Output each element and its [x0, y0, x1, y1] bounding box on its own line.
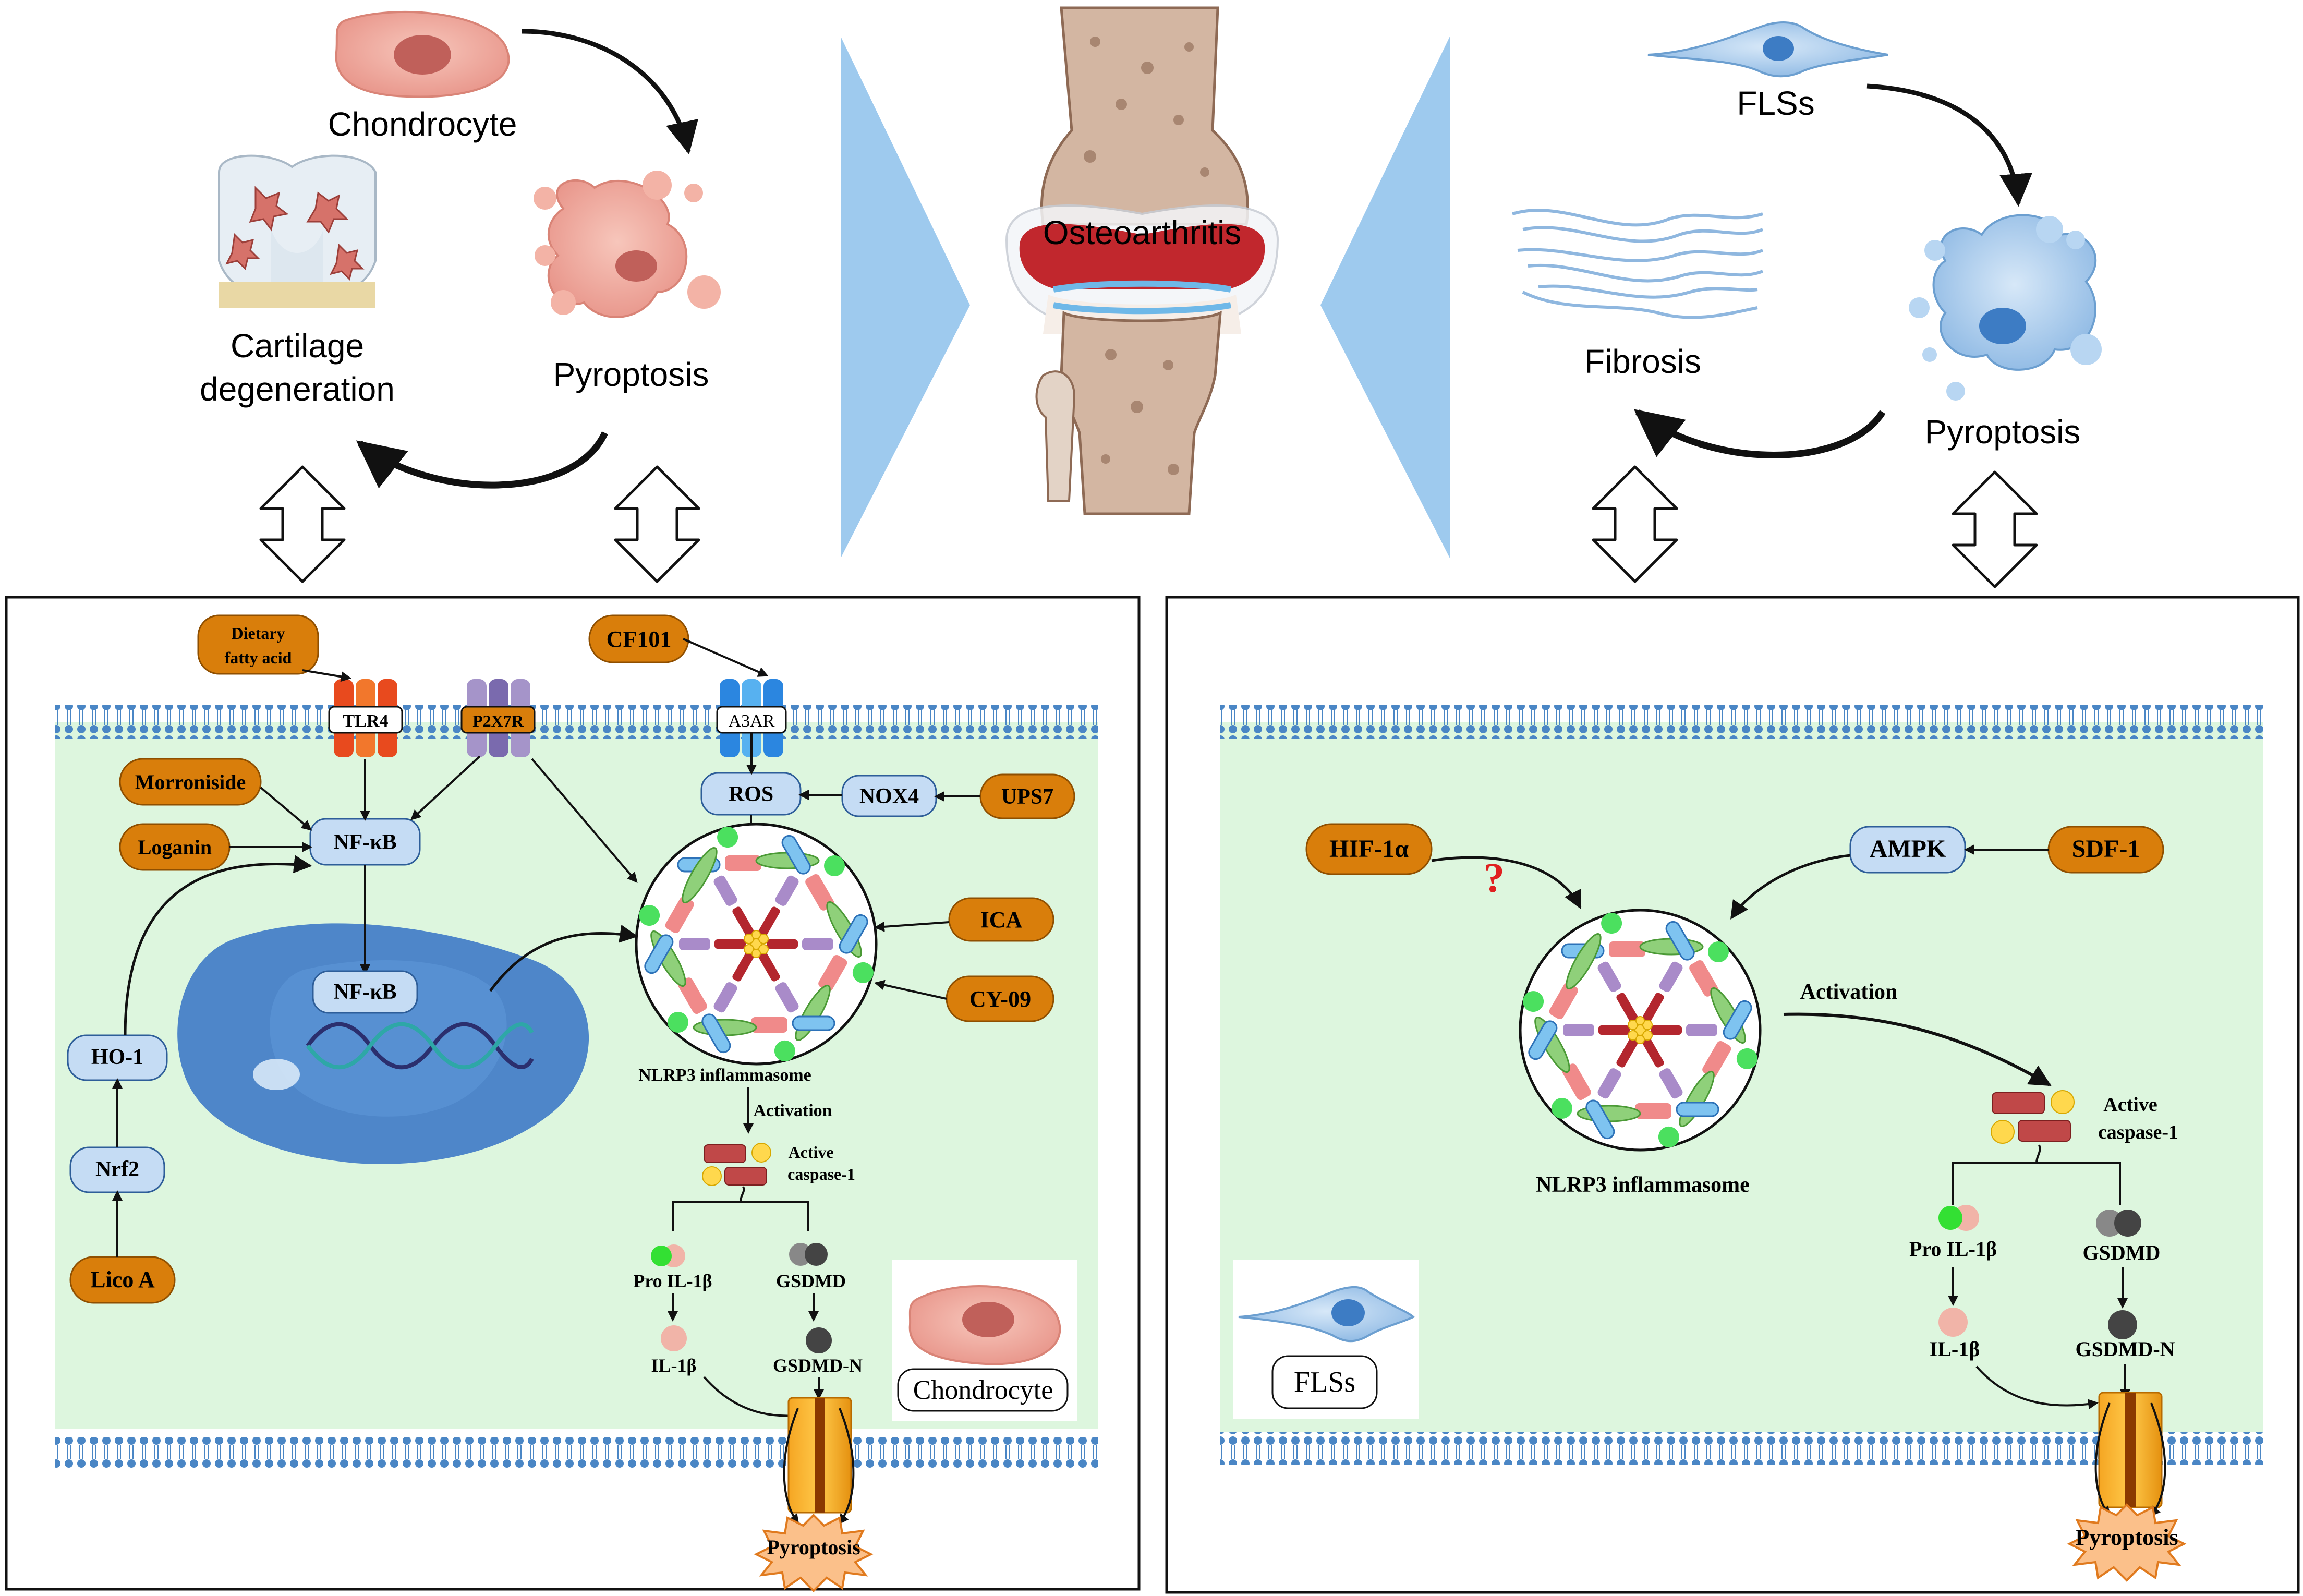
- right-triangle-pointer: [1320, 37, 1450, 558]
- right-pyroptosis-label: Pyroptosis: [2075, 1525, 2178, 1550]
- left-activation-label: Activation: [753, 1101, 832, 1120]
- chondrocyte-cell-icon: [335, 10, 510, 98]
- ros-label: ROS: [729, 782, 773, 806]
- fibrosis-fibers-icon: [1512, 209, 1764, 319]
- pyroptotic-fls-icon: [1909, 214, 2102, 401]
- cartilage-label-line2: degeneration: [200, 370, 395, 408]
- right-gsdmd-n-label: GSDMD-N: [2075, 1337, 2175, 1361]
- right-pyroptosis-label: Pyroptosis: [1925, 413, 2081, 451]
- cartilage-label-line1: Cartilage: [231, 327, 364, 365]
- arrow-pyro-to-cartilage: [356, 431, 608, 489]
- fls-cell-icon: [1647, 21, 1888, 78]
- question-mark: ?: [1484, 855, 1505, 901]
- left-gsdmd-n-label: GSDMD-N: [773, 1355, 863, 1376]
- ho1-label: HO-1: [91, 1045, 143, 1069]
- lico-a-label: Lico A: [90, 1267, 155, 1292]
- nfkb-cytoplasm-label: NF-κB: [333, 830, 396, 854]
- cartilage-knee-icon: [218, 154, 377, 308]
- ups7-label: UPS7: [1001, 785, 1053, 809]
- hif1a-label: HIF-1α: [1329, 835, 1409, 863]
- p2x7r-label: P2X7R: [472, 711, 524, 730]
- legend-fls-icon: [1238, 1286, 1415, 1343]
- p2x7r-receptor-icon: [467, 679, 530, 757]
- right-caspase-label-2: caspase-1: [2098, 1121, 2178, 1143]
- right-activation-label: Activation: [1800, 980, 1898, 1004]
- left-triangle-pointer: [841, 37, 970, 558]
- left-pro-il1b-label: Pro IL-1β: [633, 1271, 712, 1291]
- double-arrow-left-2-icon: [615, 467, 699, 582]
- left-pyroptosis-label: Pyroptosis: [767, 1535, 860, 1559]
- ampk-label: AMPK: [1870, 835, 1946, 863]
- fls-top-label: FLSs: [1737, 84, 1814, 122]
- left-il1b-label: IL-1β: [651, 1355, 697, 1376]
- legend-fls-label: FLSs: [1294, 1366, 1355, 1398]
- arrow-fls-to-pyro: [1866, 83, 2033, 207]
- dna-icon: [306, 1022, 534, 1070]
- right-caspase-label-1: Active: [2103, 1094, 2157, 1116]
- left-top-membrane: [55, 705, 1098, 739]
- arrow-pyro-to-fibrosis: [1633, 409, 1886, 458]
- left-nlrp3-label: NLRP3 inflammasome: [638, 1066, 811, 1085]
- right-caspase-icon: [1991, 1090, 2075, 1144]
- dietary-fatty-acid-label-2: fatty acid: [225, 648, 292, 667]
- right-il1b-label: IL-1β: [1930, 1337, 1980, 1361]
- right-gsdmd-pore-icon: [2098, 1392, 2163, 1508]
- left-bottom-membrane: [55, 1437, 1098, 1470]
- right-top-membrane: [1220, 705, 2263, 739]
- osteoarthritis-label: Osteoarthritis: [1043, 214, 1242, 251]
- top-section: Chondrocyte Pyroptosis Cartilage degener: [200, 6, 2102, 587]
- left-panel: TLR4 P2X7R A3AR Dietary fatty acid CF101…: [5, 596, 1141, 1592]
- left-caspase-label-1: Active: [788, 1143, 833, 1162]
- right-panel: HIF-1α ? AMPK SDF-1 NLRP3 inflammasome A…: [1165, 596, 2300, 1594]
- sdf1-label: SDF-1: [2072, 835, 2140, 863]
- left-pyroptosis-label: Pyroptosis: [553, 356, 709, 393]
- nox4-label: NOX4: [859, 784, 919, 808]
- loganin-label: Loganin: [138, 836, 212, 859]
- nfkb-nucleus-label: NF-κB: [333, 980, 396, 1004]
- nrf2-label: Nrf2: [95, 1157, 139, 1181]
- right-nlrp3-label: NLRP3 inflammasome: [1536, 1173, 1749, 1197]
- tlr4-label: TLR4: [343, 711, 389, 731]
- double-arrow-right-2-icon: [1953, 472, 2037, 587]
- morroniside-label: Morroniside: [135, 770, 246, 794]
- fibrosis-label: Fibrosis: [1584, 343, 1701, 380]
- a3ar-label: A3AR: [729, 711, 775, 731]
- double-arrow-right-1-icon: [1593, 467, 1677, 582]
- left-caspase-icon: [702, 1143, 771, 1186]
- arrow-chondro-to-pyro: [521, 29, 698, 155]
- legend-chondrocyte-icon: [908, 1285, 1061, 1365]
- double-arrow-left-1-icon: [261, 467, 344, 582]
- dietary-fatty-acid-label-1: Dietary: [231, 624, 285, 643]
- left-gsdmd-label: GSDMD: [776, 1271, 846, 1291]
- right-bottom-membrane: [1220, 1432, 2263, 1465]
- right-gsdmd-label: GSDMD: [2083, 1241, 2161, 1264]
- pyroptotic-chondrocyte-icon: [534, 171, 721, 318]
- knee-joint-icon: [1005, 6, 1279, 515]
- ica-label: ICA: [980, 907, 1023, 933]
- chondrocyte-label: Chondrocyte: [328, 105, 517, 143]
- legend-chondrocyte-label: Chondrocyte: [913, 1375, 1053, 1405]
- cy09-label: CY-09: [969, 986, 1031, 1012]
- cf101-label: CF101: [607, 626, 672, 652]
- right-pro-il1b-label: Pro IL-1β: [1909, 1237, 1997, 1261]
- left-caspase-label-2: caspase-1: [787, 1165, 855, 1183]
